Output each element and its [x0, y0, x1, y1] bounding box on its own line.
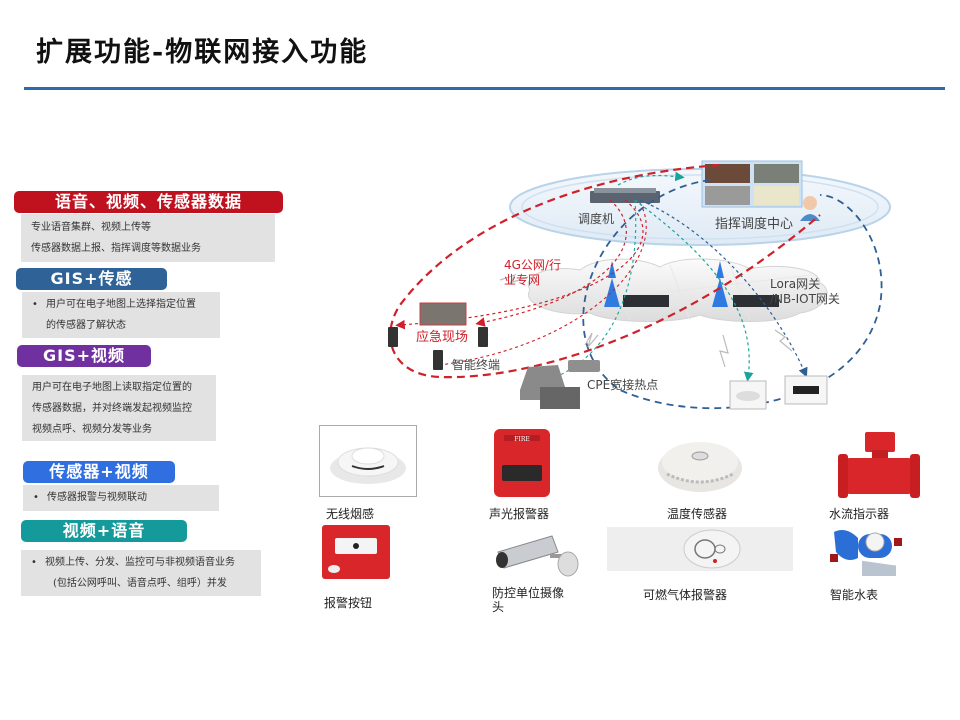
temperature-sensor-image — [655, 432, 745, 496]
device-label: 水流指示器 — [829, 507, 890, 521]
gateway-label: Lora网关 /NB-IOT网关 — [770, 277, 840, 307]
feature-line: 的传感器了解状态 — [46, 320, 126, 331]
diagram-svg — [388, 160, 891, 410]
emergency-site-label: 应急现场 — [416, 330, 469, 345]
water-flow-indicator-icon — [838, 432, 920, 498]
network-label-line2: 业专网 — [504, 273, 541, 287]
network-label: 4G公网/行 业专网 — [504, 258, 561, 288]
base-station-unit-icon — [623, 295, 669, 307]
smart-water-meter-icon — [830, 530, 902, 582]
page-title: 扩展功能-物联网接入功能 — [36, 37, 369, 68]
device-label: 智能水表 — [830, 588, 879, 602]
feature-header-gis-sensor: GIS+传感 — [16, 268, 167, 290]
device-label: 声光报警器 — [489, 507, 550, 521]
device-label: 防控单位摄像头 — [492, 586, 565, 614]
feature-box-video-voice: • 视频上传、分发、监控可与非视频语音业务 (包括公网呼叫、语音点呼、组呼）并发 — [21, 550, 261, 596]
command-center-label: 指挥调度中心 — [715, 217, 794, 232]
emergency-scene-photo — [419, 302, 467, 326]
feature-line: 视频点呼、视频分发等业务 — [32, 424, 152, 435]
terminal-radio-icon — [388, 327, 398, 347]
alarm-button-image — [321, 524, 391, 580]
feature-line: 专业语音集群、视频上传等 — [31, 222, 151, 233]
gas-alarm-image — [607, 527, 793, 571]
iot-gateway-unit-icon — [733, 295, 779, 307]
iot-gateway-tower-icon — [712, 261, 728, 307]
svg-text:FIRE: FIRE — [514, 436, 529, 443]
device-label: 报警按钮 — [324, 596, 373, 610]
feature-line: 传感器报警与视频联动 — [47, 492, 147, 503]
sound-light-alarm-image: FIRE — [492, 427, 552, 499]
operator-icon — [803, 196, 817, 210]
feature-box-gis-video: 用户可在电子地图上读取指定位置的 传感器数据，并对终端发起视频监控 视频点呼、视… — [22, 375, 216, 441]
smart-water-meter-image — [828, 524, 908, 582]
truck-icon — [540, 387, 580, 409]
water-flow-indicator-image — [830, 430, 928, 502]
gas-alarm-icon — [683, 529, 741, 569]
smoke-detector-icon — [330, 447, 406, 484]
device-label: 可燃气体报警器 — [643, 588, 728, 602]
gateway-label-line1: Lora网关 — [770, 277, 821, 291]
feature-line: 用户可在电子地图上选择指定位置 — [46, 299, 196, 310]
command-layer-ring — [509, 168, 891, 246]
feature-box-sensor-video: • 传感器报警与视频联动 — [23, 485, 219, 511]
sound-light-alarm-icon: FIRE — [494, 429, 550, 497]
smart-terminal-label: 智能终端 — [452, 358, 501, 372]
base-station-tower-icon — [604, 261, 620, 307]
title-divider — [24, 87, 945, 90]
bullet-icon: • — [31, 557, 37, 568]
iot-network-diagram: 调度机 指挥调度中心 4G公网/行 业专网 Lora网关 /NB-IOT网关 应… — [380, 155, 910, 420]
feature-header-voice-video-sensor: 语音、视频、传感器数据 — [14, 191, 283, 213]
device-label: 温度传感器 — [667, 507, 728, 521]
security-camera-icon — [496, 535, 579, 577]
device-label: 无线烟感 — [326, 507, 375, 521]
bullet-icon: • — [33, 492, 39, 503]
iot-link — [582, 179, 883, 410]
feature-line: 传感器数据上报、指挥调度等数据业务 — [31, 243, 201, 254]
feature-line: (包括公网呼叫、语音点呼、组呼）并发 — [53, 578, 227, 589]
security-camera-image — [492, 530, 580, 580]
bullet-icon: • — [32, 299, 38, 310]
gateway-label-line2: /NB-IOT网关 — [770, 292, 840, 306]
terminal-radio-icon — [433, 350, 443, 370]
temperature-sensor-icon — [658, 442, 742, 492]
feature-header-sensor-video: 传感器+视频 — [23, 461, 175, 483]
video-wall-icon — [701, 160, 803, 208]
feature-box-voice-video-sensor: 专业语音集群、视频上传等 传感器数据上报、指挥调度等数据业务 — [21, 214, 275, 262]
terminal-radio-icon — [478, 327, 488, 347]
feature-header-gis-video: GIS+视频 — [17, 345, 151, 367]
cpe-device-icon — [568, 360, 600, 372]
cpe-label: CPE宽接热点 — [587, 378, 659, 392]
feature-line: 传感器数据，并对终端发起视频监控 — [32, 403, 192, 414]
dispatcher-label: 调度机 — [578, 212, 615, 226]
feature-header-video-voice: 视频+语音 — [21, 520, 187, 542]
smoke-detector-image — [319, 425, 417, 497]
dispatcher-server-icon — [590, 191, 660, 203]
4g-network-link — [389, 163, 821, 379]
feature-line: 用户可在电子地图上读取指定位置的 — [32, 382, 192, 393]
network-label-line1: 4G公网/行 — [504, 258, 561, 272]
feature-line: 视频上传、分发、监控可与非视频语音业务 — [45, 557, 235, 568]
alarm-button-icon — [322, 525, 390, 579]
feature-box-gis-sensor: • 用户可在电子地图上选择指定位置 的传感器了解状态 — [22, 292, 220, 338]
